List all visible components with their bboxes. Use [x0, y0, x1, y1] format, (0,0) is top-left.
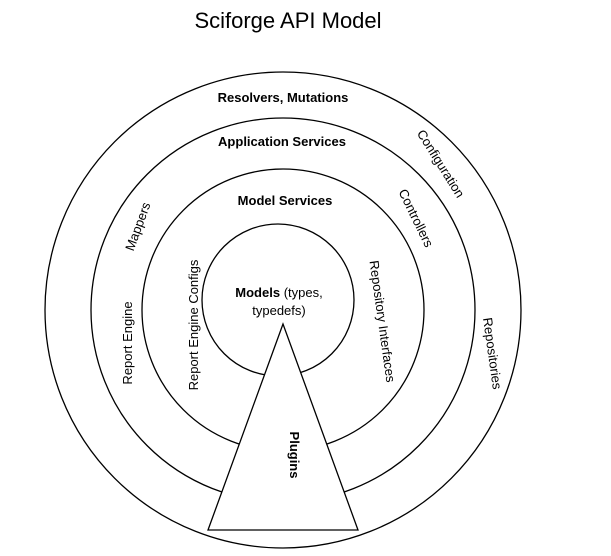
report-engine-label: Report Engine: [120, 301, 135, 384]
core-label-line2: typedefs): [252, 303, 305, 318]
plugins-triangle: [207, 322, 359, 531]
outer-ring-label: Resolvers, Mutations: [218, 90, 349, 105]
plugins-label: Plugins: [287, 432, 302, 479]
core-label-line1: Models (types,: [235, 285, 322, 300]
second-ring-label: Application Services: [218, 134, 346, 149]
core-label-bold: Models: [235, 285, 280, 300]
report-engine-configs-label: Report Engine Configs: [186, 259, 201, 390]
diagram-title: Sciforge API Model: [194, 8, 381, 33]
core-label-rest: (types,: [280, 285, 323, 300]
third-ring-label: Model Services: [238, 193, 333, 208]
